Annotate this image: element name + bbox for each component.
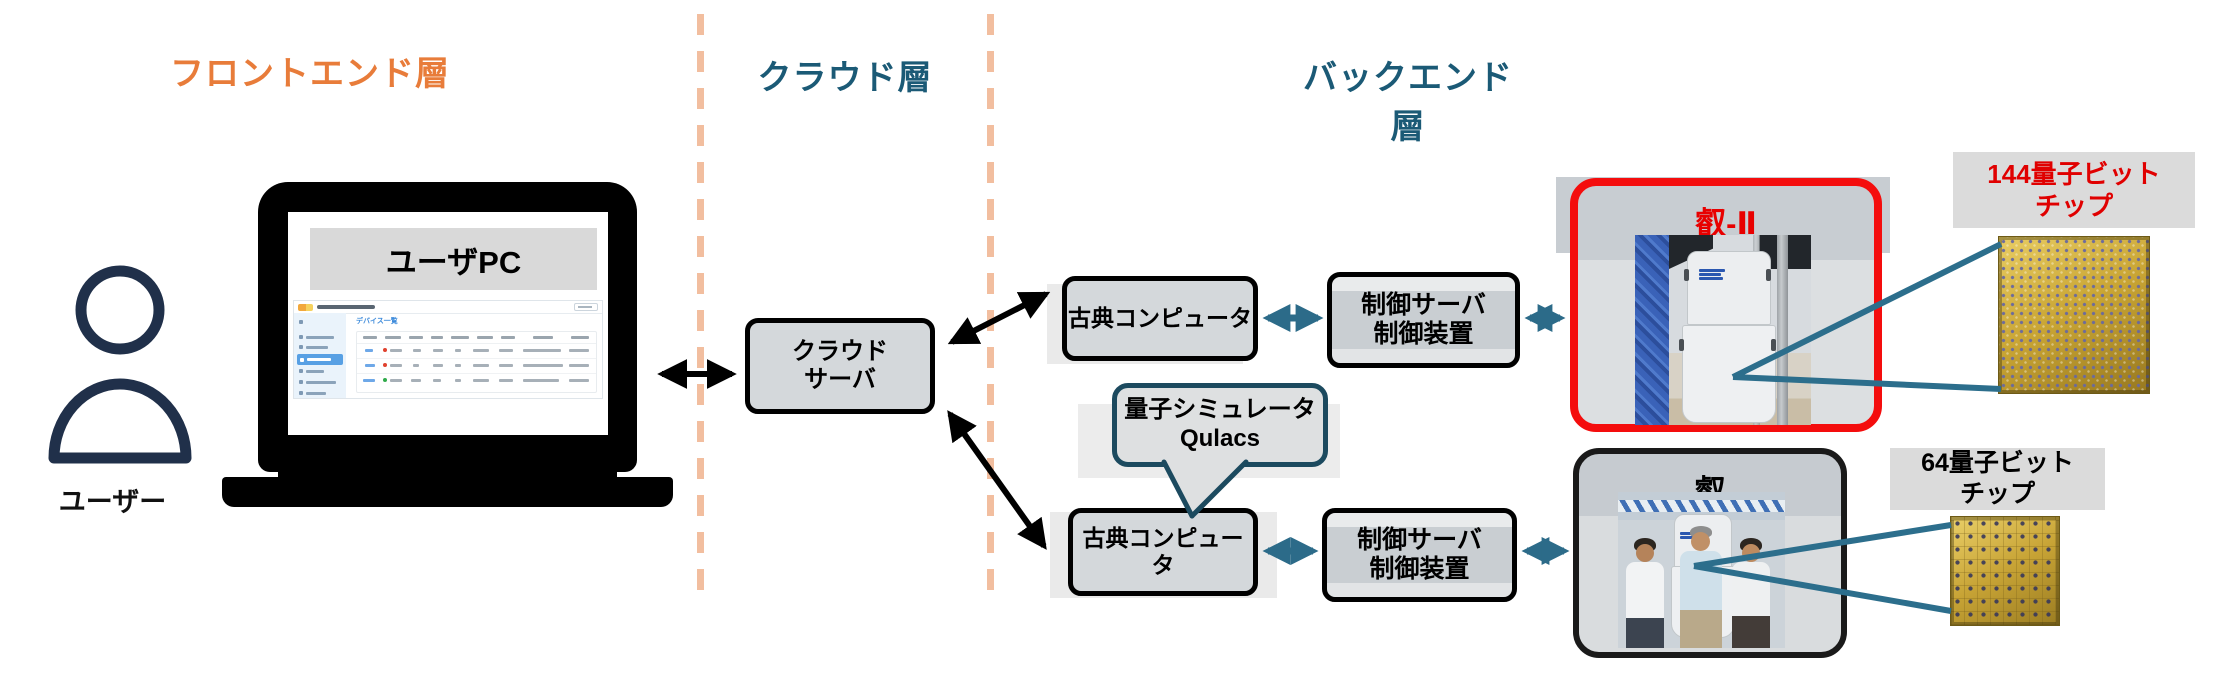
sidebar-item (299, 334, 334, 340)
team-photo (1618, 492, 1785, 648)
classical-computer-top-label: 古典コンピュータ (1068, 305, 1252, 332)
menu-icon (299, 320, 303, 324)
control-server-top-line1: 制御サーバ (1361, 291, 1486, 319)
control-server-top-box: 制御サーバ 制御装置 (1327, 272, 1520, 368)
sidebar-item (299, 344, 328, 350)
chip-64-image (1950, 516, 2060, 626)
chip-144-image (1998, 236, 2150, 394)
browser-window: デバイス一覧 (293, 300, 603, 399)
device-table-header (357, 332, 596, 344)
sidebar-item (299, 368, 324, 374)
classical-computer-bottom-box: 古典コンピュータ (1068, 508, 1258, 596)
sidebar-item (299, 390, 326, 396)
control-server-top-line2: 制御装置 (1373, 320, 1474, 348)
classical-computer-top-box: 古典コンピュータ (1062, 276, 1258, 361)
user-icon (45, 262, 195, 467)
screen-page-title: デバイス一覧 (356, 318, 398, 325)
arrow-cloud-classical-bottom (947, 410, 1047, 550)
simulator-line2: Qulacs (1179, 425, 1261, 452)
chip-top-label-line1: 144量子ビット (1987, 158, 2161, 189)
cloud-server-line2: サーバ (804, 366, 876, 393)
control-server-bottom-line2: 制御装置 (1369, 555, 1470, 583)
device-table (356, 331, 597, 393)
device-row (357, 358, 596, 374)
app-logo-icon (298, 304, 313, 311)
cloud-backend-separator (987, 14, 994, 600)
frontend-layer-heading: フロントエンド層 (170, 55, 450, 93)
cloud-server-box: クラウド サーバ (745, 318, 935, 414)
laptop-screen: ユーザPC デバイス一覧 (288, 212, 608, 435)
chip-top-label-line2: チップ (2034, 191, 2113, 221)
user-pc-band: ユーザPC (310, 228, 597, 290)
status-available-icon (383, 378, 387, 382)
account-dropdown (574, 303, 598, 311)
laptop: ユーザPC デバイス一覧 (258, 182, 637, 472)
classical-computer-bottom-label: 古典コンピュータ (1082, 525, 1244, 578)
sidebar-item (299, 379, 336, 385)
arrow-cloud-classical-top (947, 291, 1051, 345)
browser-header (294, 301, 602, 314)
cryostat-photo (1635, 235, 1811, 425)
dashboard-icon (299, 335, 303, 339)
control-server-bottom-line1: 制御サーバ (1357, 526, 1482, 554)
chip-bottom-label: 64量子ビット チップ (1890, 448, 2105, 510)
frontend-cloud-separator (697, 14, 704, 600)
chip-bottom-label-line1: 64量子ビット (1921, 448, 2074, 477)
cloud-layer-heading: クラウド層 (757, 59, 933, 97)
chip-top-label: 144量子ビット チップ (1953, 152, 2195, 228)
app-title-text (317, 305, 375, 309)
cloud-server-line1: クラウド (792, 338, 888, 366)
docs-icon (299, 380, 303, 384)
status-unavailable-icon (383, 363, 387, 367)
user-pc-label: ユーザPC (385, 244, 522, 280)
tasks-icon (299, 369, 303, 373)
jobs-icon (299, 345, 303, 349)
sidebar (294, 313, 346, 398)
laptop-base (222, 477, 673, 507)
device-row (357, 373, 596, 388)
sidebar-item-devices-active (297, 354, 343, 365)
status-unavailable-icon (383, 348, 387, 352)
chip-bottom-label-line2: チップ (1959, 480, 2035, 508)
quantum-simulator-callout: 量子シミュレータ Qulacs (1112, 383, 1328, 467)
sidebar-item (299, 319, 303, 325)
device-row (357, 343, 596, 359)
devices-icon (300, 357, 304, 362)
backend-layer-heading: バックエンド層 (1303, 59, 1513, 146)
control-server-bottom-box: 制御サーバ 制御装置 (1322, 508, 1517, 602)
simulator-line1: 量子シミュレータ (1124, 396, 1316, 424)
user-label: ユーザー (58, 487, 167, 517)
settings-icon (299, 391, 303, 395)
